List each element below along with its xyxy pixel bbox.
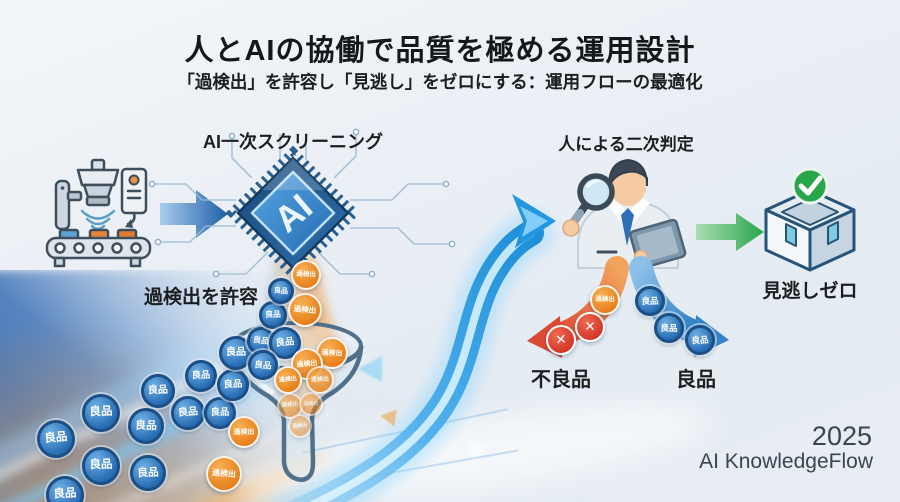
page-title: 人とAIの協働で品質を極める運用設計 [184,35,696,67]
footer-year: 2025 [811,421,872,451]
inspection-machine-icon [45,158,152,268]
inspector-person-icon [562,158,687,270]
label-zero-miss: 見逃しゼロ [762,281,858,302]
human-to-box-arrow [696,213,764,251]
machine-to-ai-arrow [160,190,228,238]
check-icon [791,167,829,205]
label-ai-screening: AI一次スクリーニング [203,132,383,152]
background-chevron-icon [358,356,382,382]
label-defect: 不良品 [531,369,591,391]
ai-chip-icon: AI [148,128,456,281]
label-tolerate-overdetection: 過検出を許容 [143,287,259,308]
flow-swoosh-arrow [269,194,556,502]
label-human-check: 人による二次判定 [558,135,694,154]
label-good: 良品 [676,369,716,391]
magnifier-icon [562,173,615,237]
result-box-icon [764,167,856,272]
footer-brand: AI KnowledgeFlow [699,450,873,473]
page-subtitle: 「過検出」を許容し「見逃し」をゼロにする：運用フローの最適化 [177,72,703,92]
